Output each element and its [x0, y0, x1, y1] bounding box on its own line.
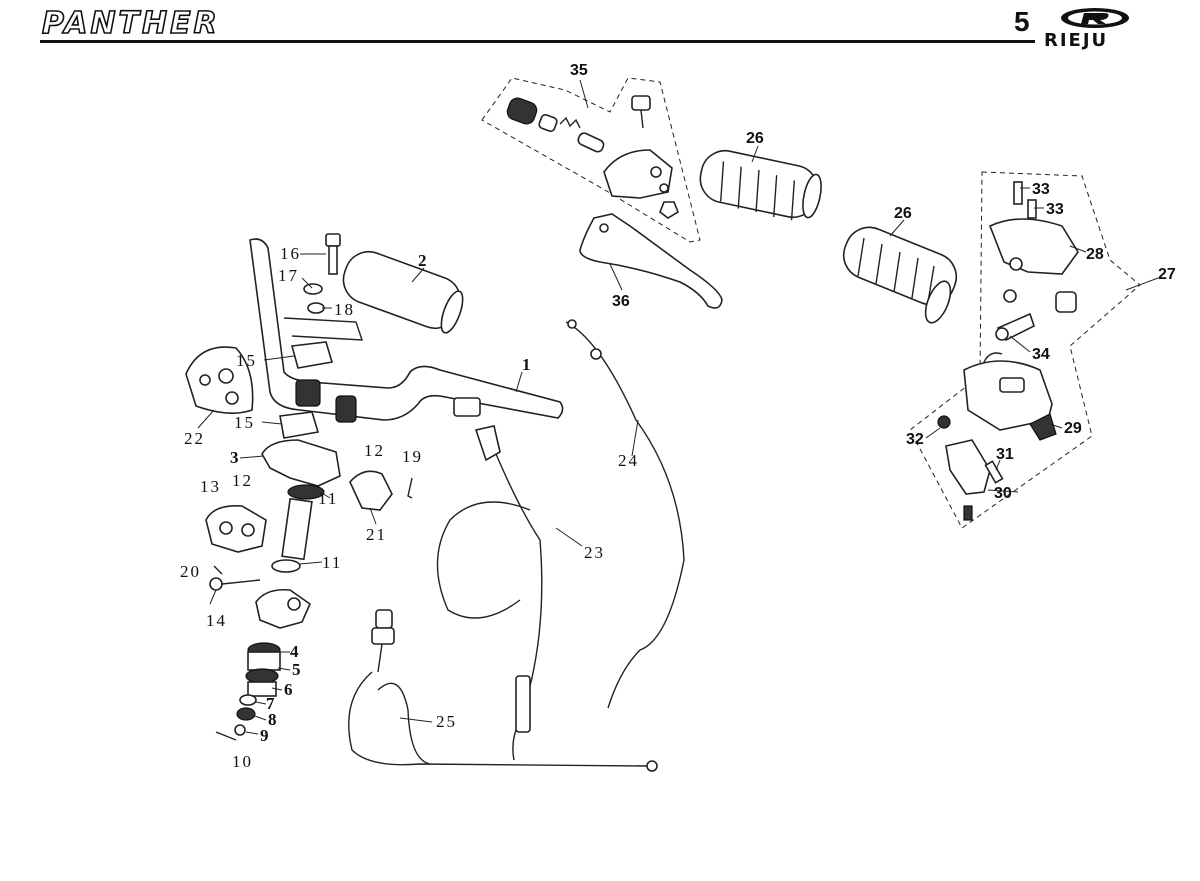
callout-33-lower: 33: [1046, 201, 1064, 218]
callout-11-upper: 11: [318, 489, 338, 508]
rieju-wordmark: RIEJU: [1044, 30, 1109, 51]
top-triple-clamp: [261, 439, 341, 487]
callout-11-lower: 11: [322, 553, 342, 572]
clutch-lever: [579, 149, 723, 309]
spring-19: [407, 477, 413, 499]
callout-32: 32: [906, 431, 924, 448]
brake-cable-23-loop: [436, 501, 531, 619]
callout-27: 27: [1158, 266, 1176, 283]
callout-14: 14: [206, 611, 227, 630]
leader-lines: [197, 79, 1159, 735]
callout-24: 24: [618, 451, 639, 470]
callout-12-left: 12: [232, 471, 253, 490]
callout-35: 35: [570, 62, 588, 79]
grip-left: [842, 226, 958, 324]
callout-10: 10: [232, 752, 253, 771]
grip-right: [699, 149, 822, 221]
callout-20: 20: [180, 562, 201, 581]
rieju-emblem-icon: [1061, 8, 1129, 28]
callout-19: 19: [402, 447, 423, 466]
callout-26-right-grip: 26: [746, 130, 764, 147]
callout-28: 28: [1086, 246, 1104, 263]
switch-assembly: [937, 181, 1079, 521]
callout-33-upper: 33: [1032, 181, 1050, 198]
callout-21: 21: [366, 525, 387, 544]
callout-13: 13: [200, 477, 221, 496]
callout-22: 22: [184, 429, 205, 448]
lever-adjuster-parts: [506, 95, 651, 153]
handlebar: [249, 238, 564, 423]
callout-9: 9: [260, 726, 271, 745]
upper-clamp-top: [290, 341, 334, 369]
callout-31: 31: [996, 446, 1014, 463]
page-number: 5: [1014, 6, 1030, 37]
lower-clamp-13: [205, 504, 267, 553]
callout-18: 18: [334, 300, 355, 319]
callout-8: 8: [268, 710, 279, 729]
lower-clamp-21: [349, 470, 393, 511]
callout-29: 29: [1064, 420, 1082, 437]
panther-logo: PANTHER: [41, 5, 220, 42]
group-35-outline: [481, 77, 701, 243]
callout-16: 16: [280, 244, 301, 263]
steering-stem: [271, 484, 325, 573]
throttle-cable-24: [565, 321, 685, 709]
cable-adjuster: [515, 675, 531, 733]
callout-1: 1: [522, 355, 533, 374]
callout-15-lower: 15: [234, 413, 255, 432]
callout-5: 5: [292, 660, 303, 679]
callout-30: 30: [994, 485, 1012, 502]
callout-6: 6: [284, 680, 295, 699]
group-27-outline: [909, 171, 1141, 529]
callout-3: 3: [230, 448, 241, 467]
lower-steering-parts: [215, 588, 311, 741]
callout-34: 34: [1032, 346, 1050, 363]
callout-15-upper: 15: [236, 351, 257, 370]
callout-25: 25: [436, 712, 457, 731]
upper-clamp-bottom: [279, 411, 320, 439]
callout-12-right: 12: [364, 441, 385, 460]
callout-labels: 35 26 26 33 33 28 27 34 29 32 31 30 36 2…: [180, 62, 1176, 771]
callout-17: 17: [278, 266, 299, 285]
bolt-14: [209, 565, 261, 591]
callout-36: 36: [612, 293, 630, 310]
cable-end-23: [474, 425, 501, 462]
callout-4: 4: [290, 642, 301, 661]
choke-cable-25: [348, 609, 658, 772]
handlebar-pad-end: [440, 290, 464, 334]
header-rule: [40, 40, 1035, 43]
callout-23: 23: [584, 543, 605, 562]
callout-26-left-grip: 26: [894, 205, 912, 222]
callout-7: 7: [266, 694, 277, 713]
callout-2: 2: [418, 251, 429, 270]
